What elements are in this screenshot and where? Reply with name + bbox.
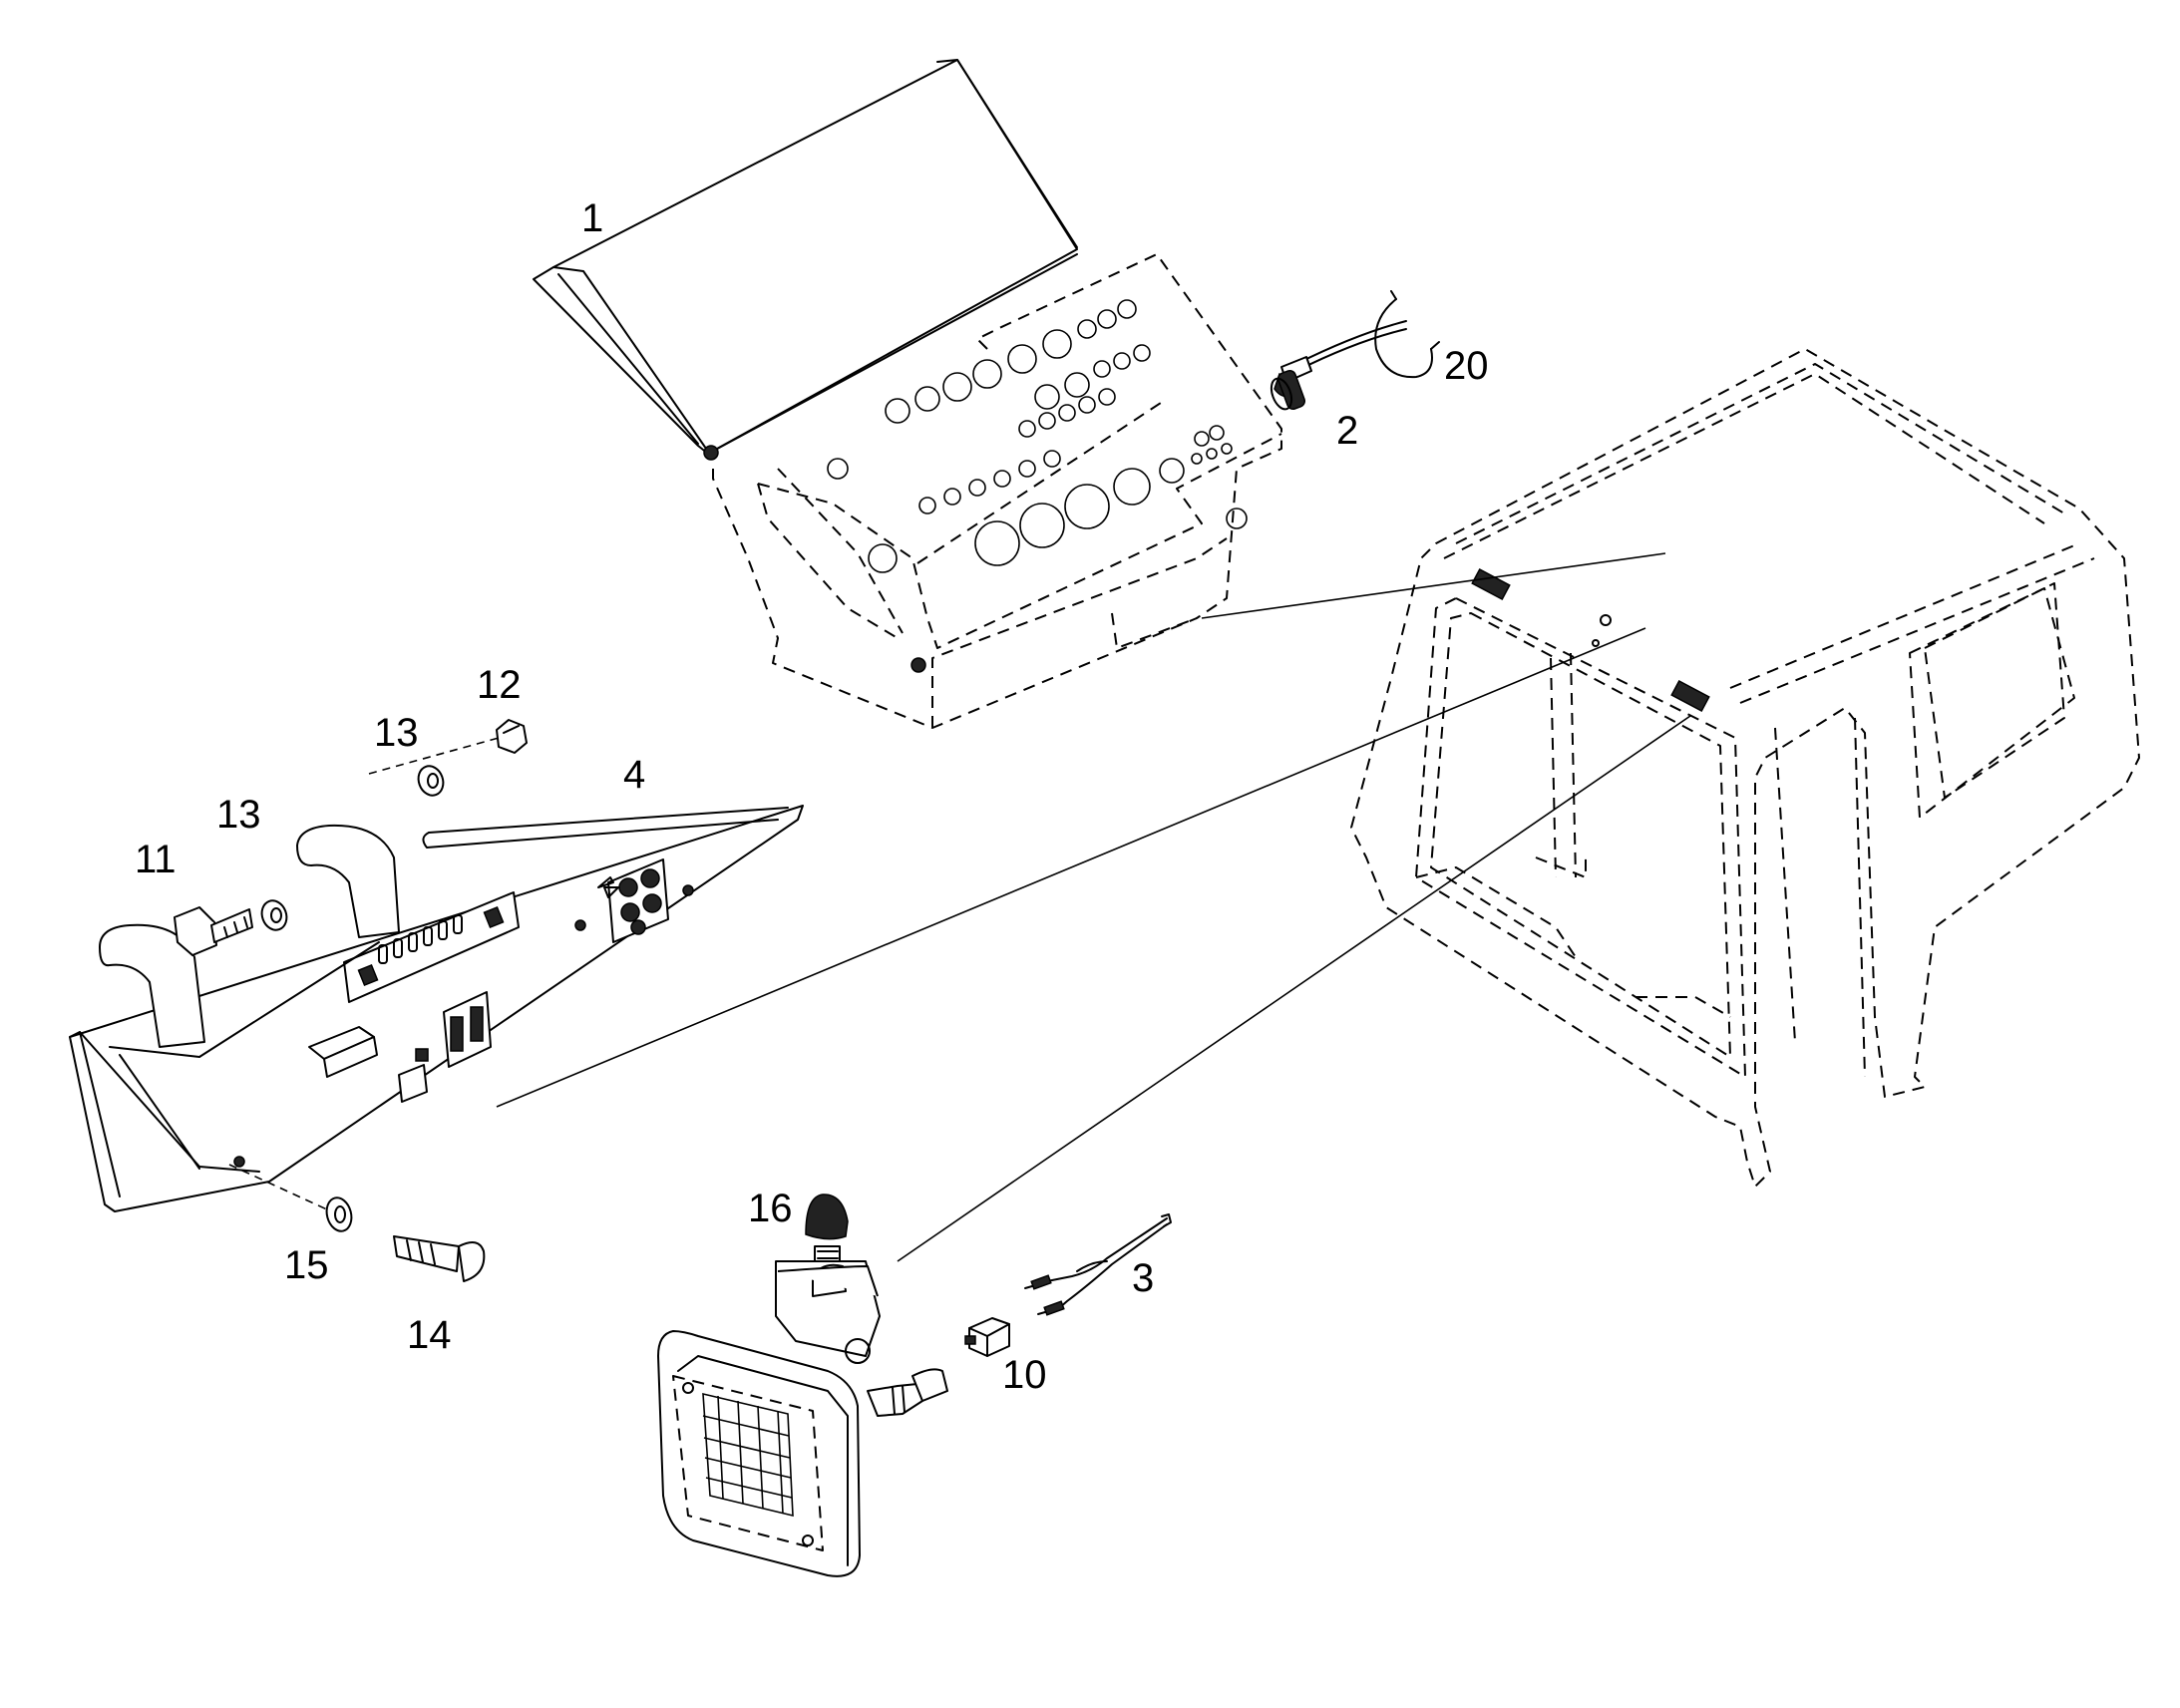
- cab-outline: [1350, 348, 2140, 1188]
- part-13-washers: [260, 765, 445, 931]
- part-11-bolt: [174, 906, 253, 956]
- callout-13-upper: 13: [374, 711, 419, 755]
- callout-12: 12: [477, 663, 522, 707]
- part-2-connector: [1270, 320, 1407, 411]
- part-15-washer: [325, 1196, 353, 1232]
- dashboard-console-outline: [712, 253, 1282, 729]
- callout-20: 20: [1444, 344, 1489, 388]
- callout-11: 11: [135, 838, 177, 881]
- work-lamp: [657, 1260, 948, 1577]
- leader-lines: [228, 552, 1691, 1262]
- part-3-cable: [1024, 1213, 1172, 1316]
- callout-10: 10: [1002, 1353, 1047, 1397]
- part-14-screw: [393, 1235, 486, 1282]
- callout-13-lower: 13: [216, 793, 261, 837]
- callout-2: 2: [1336, 409, 1358, 453]
- part-4-panel-bracket: [69, 805, 804, 1212]
- callout-1: 1: [581, 196, 603, 240]
- callout-14: 14: [407, 1313, 452, 1357]
- callout-4: 4: [623, 753, 645, 797]
- callout-16: 16: [748, 1187, 793, 1230]
- callout-3: 3: [1132, 1256, 1154, 1300]
- part-10-connector-block: [964, 1317, 1010, 1357]
- part-1-visor: [533, 59, 1078, 461]
- callouts: 1 20 2 12 13 4 13 11 16 3 15 10 14: [135, 196, 1489, 1397]
- part-16-cap: [805, 1194, 849, 1269]
- part-20-clamp: [1374, 290, 1440, 379]
- callout-15: 15: [284, 1243, 329, 1287]
- part-12-nut: [496, 719, 528, 754]
